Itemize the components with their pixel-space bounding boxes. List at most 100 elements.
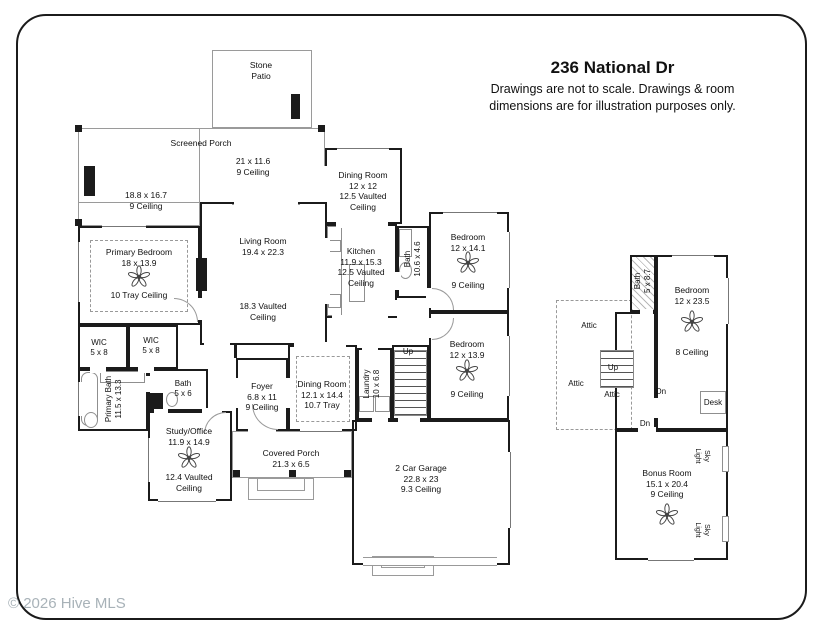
door-opening	[145, 376, 152, 392]
window	[102, 223, 146, 230]
toilet	[84, 412, 98, 428]
ceiling-fan-icon	[680, 310, 704, 333]
door-opening	[332, 315, 388, 322]
window	[648, 557, 694, 564]
covered-porch-outline	[232, 431, 352, 478]
toilet	[399, 262, 412, 279]
room-label-foyer: Foyer 6.8 x 11 9 Ceiling	[245, 381, 279, 413]
porch-post	[75, 125, 82, 132]
door-opening	[640, 309, 653, 316]
porch-post	[318, 125, 325, 132]
watermark: © 2026 Hive MLS	[8, 595, 126, 612]
primary-tray-ceiling-dash	[90, 240, 188, 312]
door-opening	[372, 417, 388, 424]
room-label-stone-patio: Stone Patio	[249, 60, 273, 81]
door-opening	[138, 366, 154, 373]
room-label-bath-small: Bath 5 x 6	[174, 379, 192, 398]
door-opening	[234, 199, 298, 206]
sky-light-label: Sky Light	[694, 522, 710, 538]
door-opening	[394, 272, 401, 290]
door-opening	[398, 417, 420, 424]
room-label-kitchen: Kitchen 11.9 x 15.3 12.5 Vaulted Ceiling	[337, 246, 385, 288]
room-label-living-ceiling: 18.3 Vaulted Ceiling	[239, 301, 287, 322]
porch-column	[344, 470, 351, 477]
porch-post	[75, 219, 82, 226]
primary-bath-vanity	[100, 371, 145, 383]
room-label-primary-bedroom: Primary Bedroom 18 x 13.9	[105, 247, 173, 268]
window	[158, 498, 216, 505]
attic-label: Attic	[568, 379, 584, 388]
room-label-hall-bath: Bath 10.6 x 4.6	[403, 241, 422, 277]
window	[145, 438, 152, 482]
door-opening	[154, 408, 168, 415]
door-opening	[362, 345, 378, 352]
disclaimer-line-1: Drawings are not to scale. Drawings & ro…	[490, 82, 735, 96]
desk-fixture	[700, 391, 726, 414]
ceiling-fan-icon	[455, 359, 479, 382]
room-label-porch-dims: 21 x 11.6 9 Ceiling	[235, 156, 271, 177]
window	[506, 336, 513, 396]
room-label-laundry: Laundry 10 x 6.8	[362, 369, 381, 399]
ceiling-fan-icon	[177, 446, 201, 469]
door-opening	[336, 221, 388, 228]
stairs-main	[394, 350, 427, 416]
door-opening	[426, 288, 433, 308]
page-title: 236 National Dr	[550, 58, 675, 77]
wall-segment-foyer	[234, 345, 237, 358]
door-opening	[285, 378, 292, 408]
window	[506, 232, 513, 288]
washer	[359, 396, 374, 412]
room-label-garage: 2 Car Garage 22.8 x 23 9.3 Ceiling	[395, 463, 447, 495]
porch-fireplace	[84, 166, 95, 196]
patio-grill	[291, 94, 300, 119]
sky-light-fixture	[722, 446, 729, 472]
room-label-porch-sitting: 18.8 x 16.7 9 Ceiling	[124, 190, 168, 211]
porch-steps-inner	[257, 478, 305, 491]
room-label-screened-porch: Screened Porch	[170, 138, 232, 148]
door-opening	[653, 398, 660, 418]
window	[337, 145, 389, 152]
kitchen-island	[349, 264, 365, 302]
attic-label: Attic	[604, 390, 620, 399]
stone-patio-outline	[212, 50, 312, 128]
dining-tray-ceiling-dash	[296, 356, 350, 422]
room-label-primary-bath: Primary Bath 11.5 x 13.3	[104, 375, 123, 423]
door-opening	[323, 238, 330, 304]
garage-door	[363, 557, 497, 566]
stairs-down-label: Dn	[655, 387, 667, 396]
dryer	[375, 396, 390, 412]
attic-label: Attic	[581, 321, 597, 330]
room-label-bath-upstairs: Bath 5 x 8.7	[633, 268, 652, 294]
sky-light-fixture	[722, 516, 729, 542]
window	[507, 452, 514, 528]
window	[443, 209, 497, 216]
window	[75, 382, 82, 416]
door-opening	[294, 342, 346, 349]
door-opening	[426, 318, 433, 338]
disclaimer-line-2: dimensions are for illustration purposes…	[489, 98, 736, 113]
wall-hall-bath	[397, 226, 429, 298]
wall-bath-upstairs	[630, 255, 656, 312]
room-label-bedroom-upstairs-ceiling: 8 Ceiling	[675, 347, 709, 357]
stairs-up-label: Up	[402, 347, 414, 356]
stairs-up-label-second: Up	[607, 363, 619, 372]
door-opening	[322, 166, 329, 202]
room-label-dining-center: Dining Room 12.1 x 14.4 10.7 Tray	[297, 379, 347, 411]
room-label-covered-porch: Covered Porch 21.3 x 6.5	[262, 448, 320, 469]
wall-living-room	[200, 202, 327, 345]
door-opening	[90, 366, 106, 373]
door-opening	[394, 300, 401, 316]
toilet	[166, 392, 178, 407]
window	[725, 278, 732, 324]
room-label-bonus-room: Bonus Room 15.1 x 20.4 9 Ceiling	[642, 468, 692, 500]
shower	[150, 393, 163, 409]
door-opening	[638, 427, 656, 434]
ceiling-fan-icon	[127, 265, 151, 288]
sky-light-label: Sky Light	[694, 448, 710, 464]
title-block: 236 National Dr Drawings are not to scal…	[455, 58, 770, 115]
desk-label: Desk	[703, 398, 723, 407]
front-door-opening	[248, 428, 276, 435]
room-label-study-ceiling: 12.4 Vaulted Ceiling	[165, 472, 213, 493]
room-label-bedroom-mid: Bedroom 12 x 13.9	[449, 339, 485, 360]
room-label-wic-left: WIC 5 x 8	[90, 338, 108, 357]
